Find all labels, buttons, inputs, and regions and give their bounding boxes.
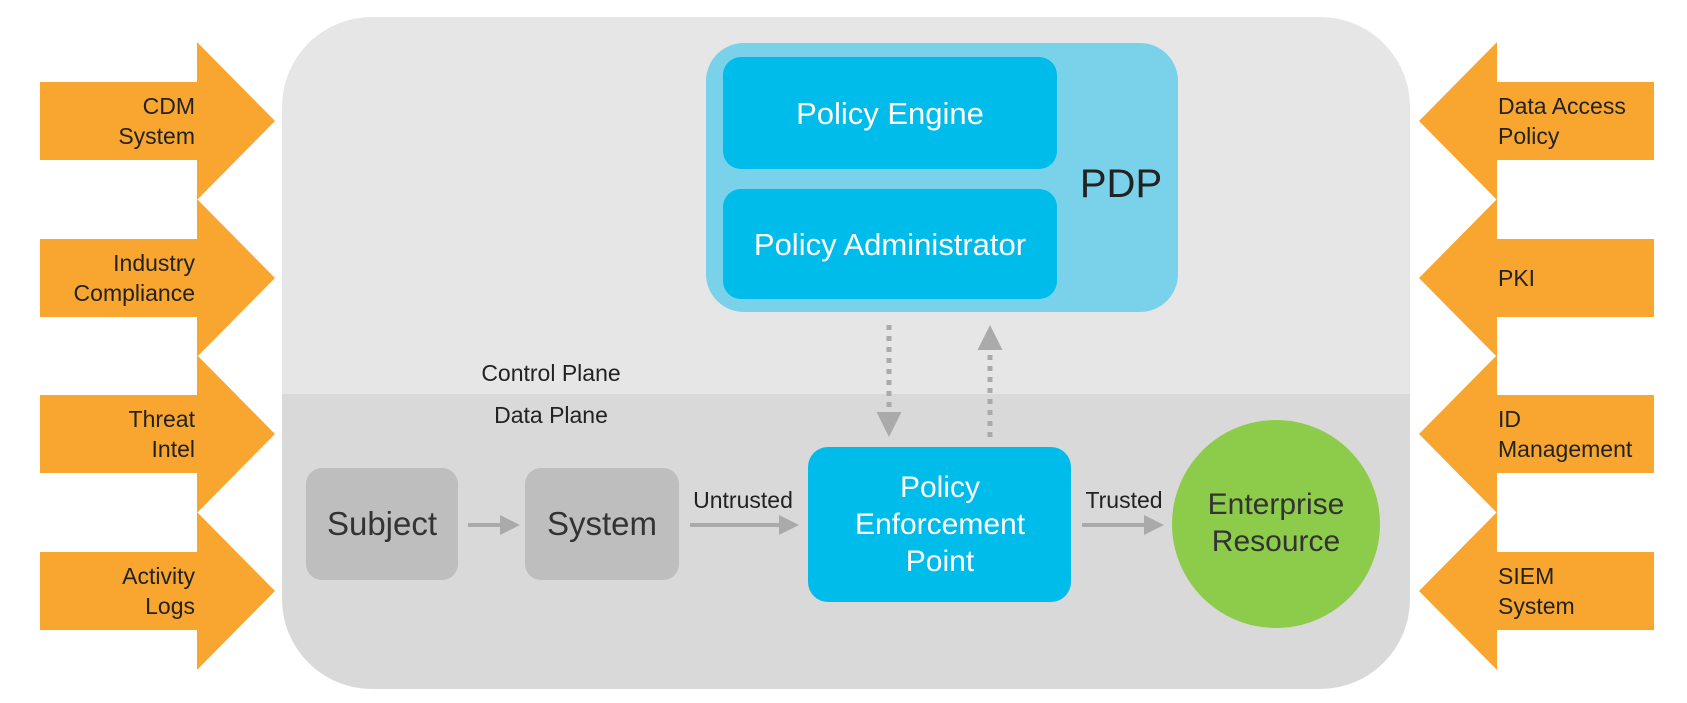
pep-label-line-3: Point — [906, 545, 975, 578]
left-input-arrows: CDM SystemIndustryComplianceThreatIntelAc… — [40, 42, 275, 670]
resource-label-line-1: Enterprise — [1208, 488, 1345, 521]
left-input-label: Activity — [122, 563, 195, 589]
left-input-arrow — [40, 512, 275, 670]
right-input-label: Management — [1498, 436, 1633, 462]
right-input-arrow — [1419, 42, 1654, 200]
left-input-label: Logs — [145, 593, 195, 619]
left-input-label: Intel — [152, 436, 195, 462]
right-input-arrow — [1419, 512, 1654, 670]
left-input-label: System — [118, 123, 195, 149]
left-input-label: CDM — [143, 93, 195, 119]
enterprise-resource-circle — [1172, 420, 1380, 628]
left-input-label: Compliance — [74, 280, 195, 306]
data-plane-label: Data Plane — [494, 402, 608, 428]
pep-label-line-1: Policy — [900, 471, 980, 504]
right-input-label: SIEM — [1498, 563, 1554, 589]
control-plane-label: Control Plane — [481, 360, 620, 386]
subject-label: Subject — [327, 505, 437, 542]
system-box — [525, 468, 679, 580]
resource-label-line-2: Resource — [1212, 525, 1340, 558]
untrusted-label: Untrusted — [693, 487, 793, 513]
right-input-label: PKI — [1498, 265, 1535, 291]
right-input-label: ID — [1498, 406, 1521, 432]
policy-administrator-label: Policy Administrator — [754, 227, 1026, 262]
pep-box — [808, 447, 1071, 602]
right-input-label: Data Access — [1498, 93, 1626, 119]
subject-box — [306, 468, 458, 580]
policy-administrator-box — [723, 189, 1057, 299]
trusted-label: Trusted — [1085, 487, 1162, 513]
left-input-arrow — [40, 355, 275, 513]
right-input-arrow — [1419, 199, 1654, 357]
left-input-label: Threat — [129, 406, 196, 432]
pdp-label: PDP — [1080, 162, 1162, 206]
pep-label-line-2: Enforcement — [855, 508, 1026, 541]
system-label: System — [547, 505, 657, 542]
right-input-label: Policy — [1498, 123, 1560, 149]
right-input-label: System — [1498, 593, 1575, 619]
right-input-arrow — [1419, 355, 1654, 513]
left-input-arrow — [40, 42, 275, 200]
policy-engine-box — [723, 57, 1057, 169]
policy-engine-label: Policy Engine — [796, 96, 984, 131]
left-input-label: Industry — [113, 250, 195, 276]
left-input-arrow — [40, 199, 275, 357]
